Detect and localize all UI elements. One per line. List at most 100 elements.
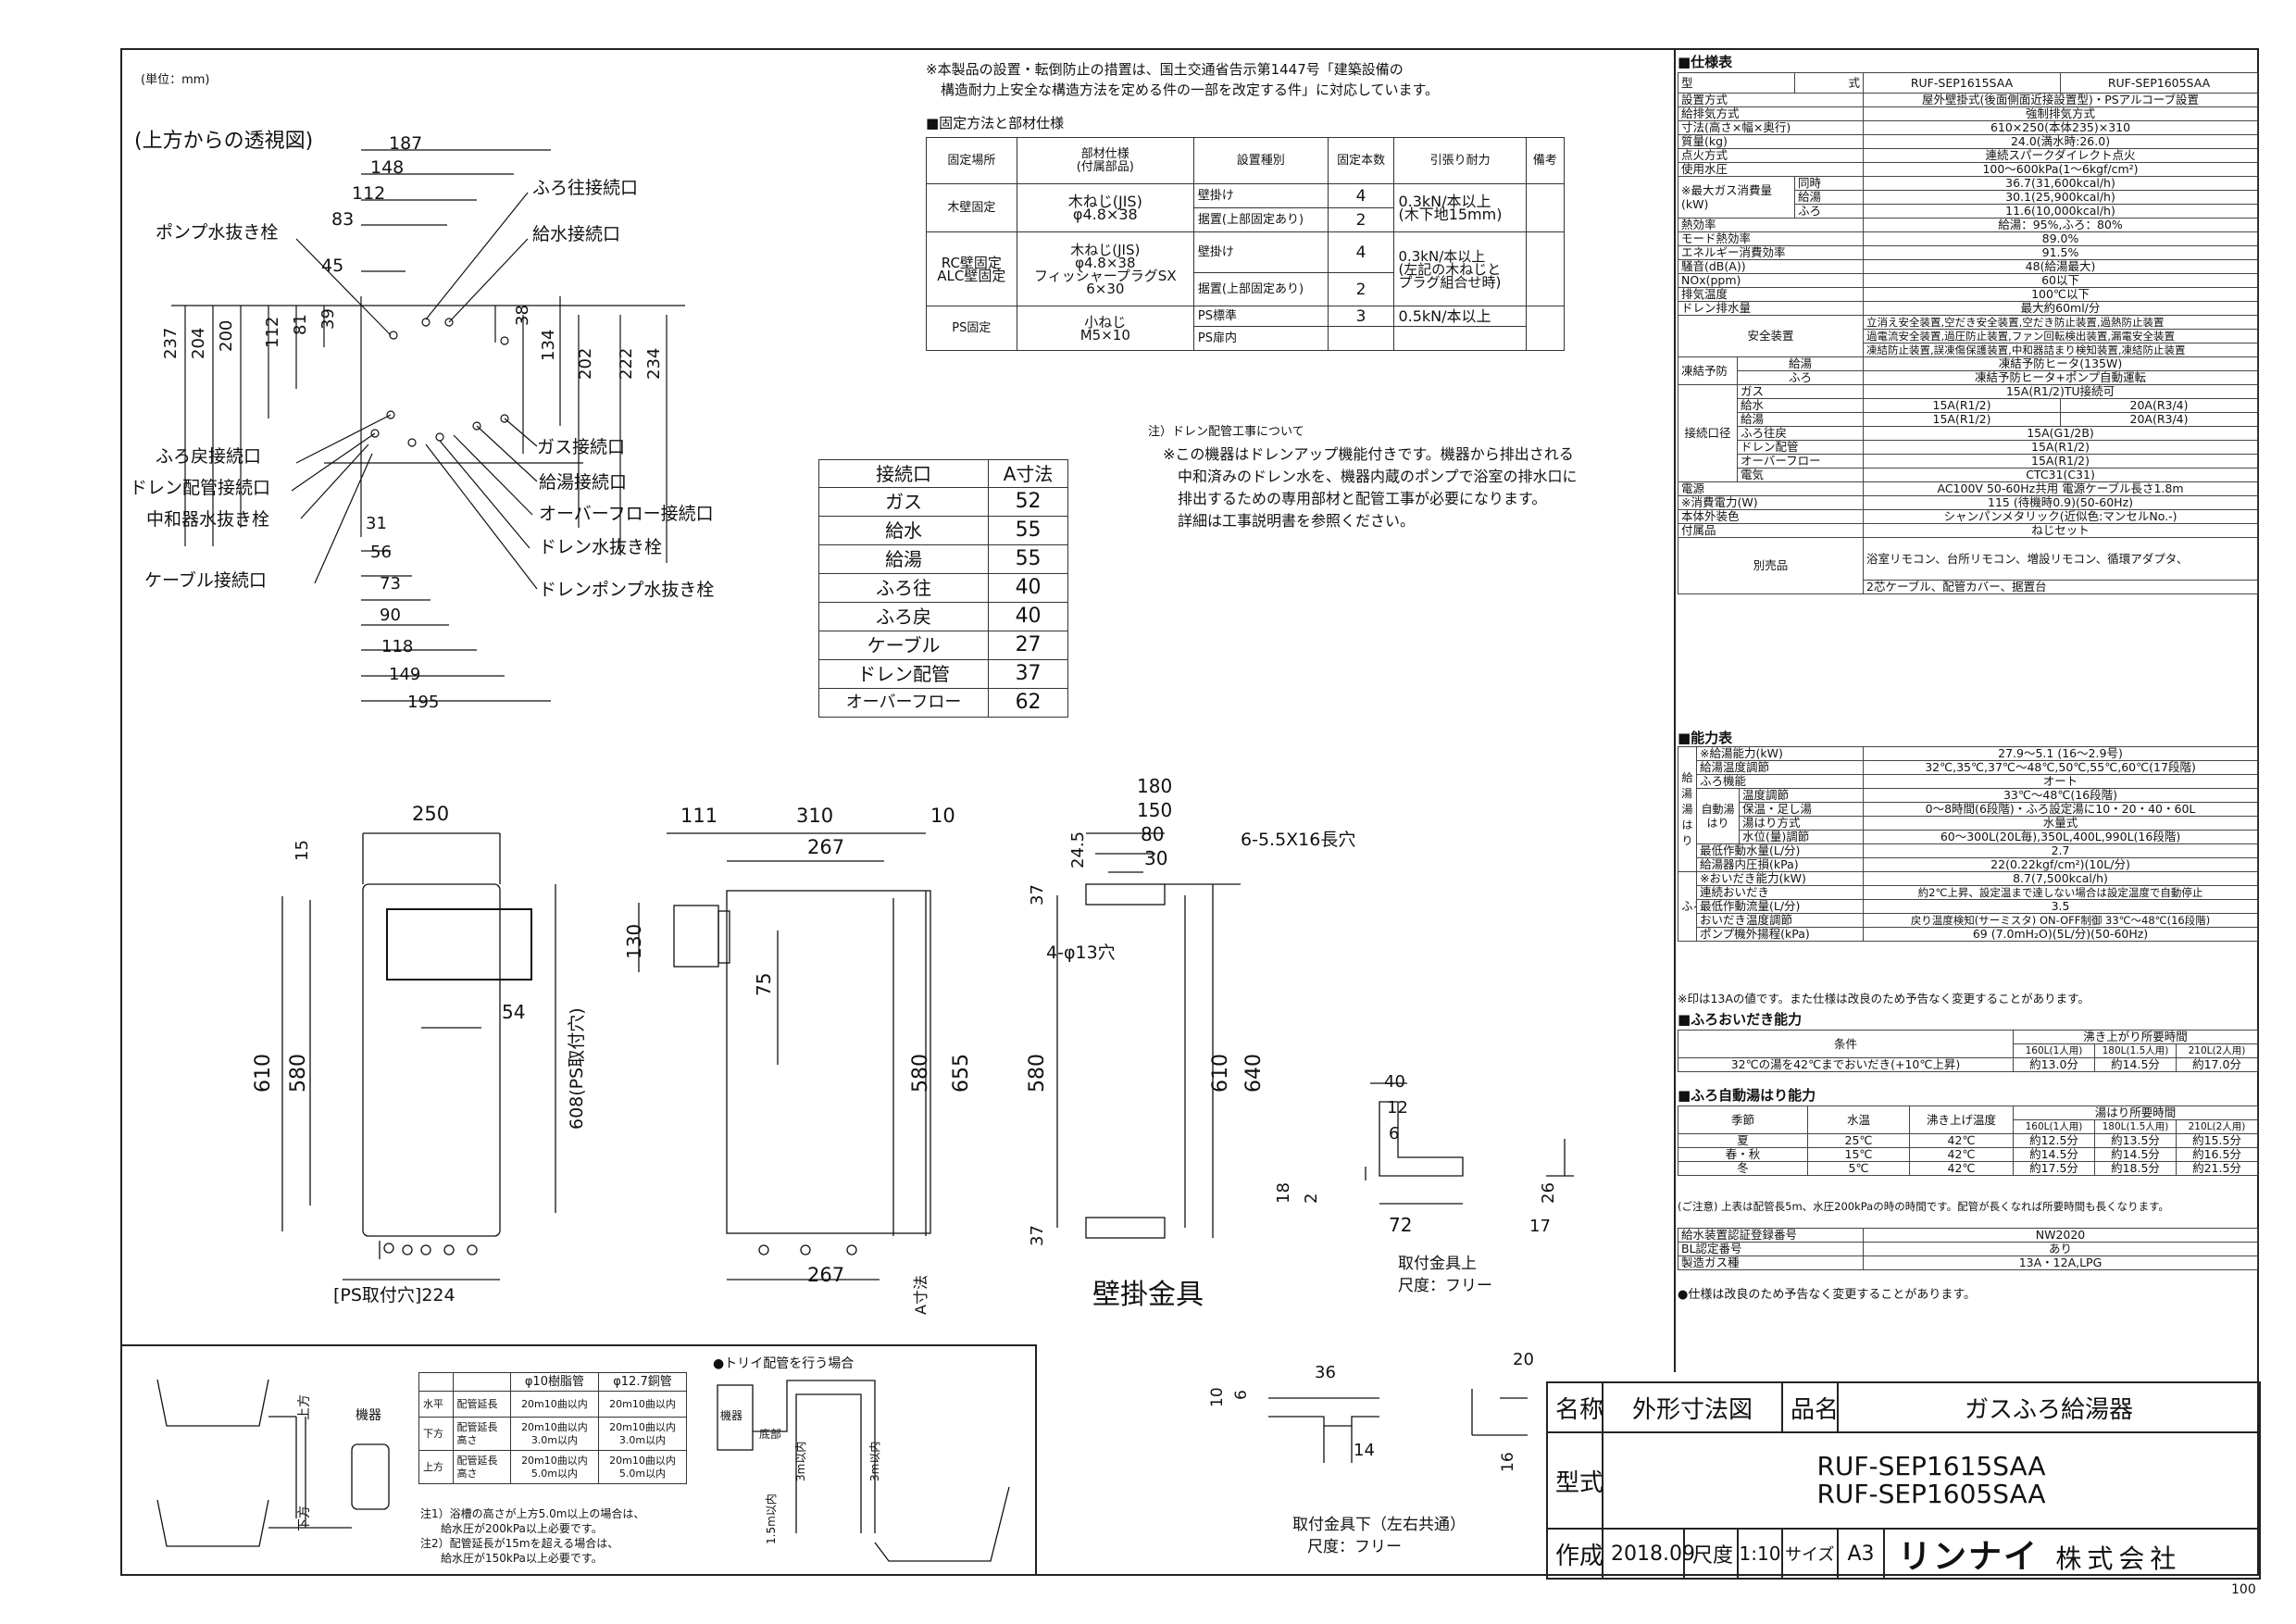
- tb-scale-value: 1:10: [1736, 1528, 1784, 1580]
- a-r5-v: 27: [988, 631, 1068, 660]
- a-r4-v: 40: [988, 602, 1068, 631]
- install-note-1: ※本製品の設置・転倒防止の措置は、国土交通省告示第1447号「建築設備の: [926, 61, 1404, 78]
- bot-dim-56: 56: [370, 543, 392, 562]
- side-dim-580: 580: [909, 1054, 932, 1093]
- top-dim-83: 83: [331, 209, 355, 230]
- piping-figure: [156, 1379, 390, 1547]
- spec3-r3-v: ねじセット: [1863, 523, 2259, 538]
- spec-safety-1: 過電流安全装置,過圧防止装置,ファン回転検出装置,漏電安全装置: [1863, 329, 2259, 344]
- spec-r4-v: 連続スパークダイレクト点火: [1863, 148, 2259, 163]
- spec2-r4-k: NOx(ppm): [1677, 273, 1865, 288]
- reheat-col2: 210L(2人用): [2175, 1043, 2259, 1058]
- a-r0-v: 52: [988, 487, 1068, 517]
- drain-note-2: 中和済みのドレン水を、機器内蔵のポンプで浴室の排水口に: [1178, 468, 1578, 485]
- fix-r3-type: 据置(上部固定あり): [1192, 272, 1329, 306]
- tb-product-label: 品名: [1781, 1381, 1839, 1433]
- spec-header: ■仕様表: [1678, 54, 1733, 70]
- pipe-note-2: 注2）配管延長が15mを超える場合は、: [420, 1537, 619, 1550]
- side-dim-75: 75: [753, 972, 775, 996]
- af-r1-4: 約14.5分: [2094, 1147, 2177, 1162]
- label-water-in: 給水接続口: [532, 224, 621, 244]
- cap-autofill-label: 自動湯はり: [1696, 788, 1740, 844]
- spec-gas-2-k: ふろ: [1794, 204, 1865, 219]
- bracket-dim-24-5: 24.5: [1068, 831, 1088, 868]
- top-dim-187: 187: [389, 133, 423, 154]
- spec-safety-0: 立消え安全装置,空だき安全装置,空だき防止装置,過熱防止装置: [1863, 315, 2259, 330]
- reheat-r0: 32℃の湯を42℃までおいだき(+10℃上昇): [1678, 1057, 2014, 1072]
- label-furo-out: ふろ往接続口: [532, 178, 639, 198]
- a-r3-v: 40: [988, 573, 1068, 603]
- label-pump-drain: ポンプ水抜き栓: [156, 222, 279, 243]
- cap-r3-k: 温度調節: [1738, 788, 1865, 803]
- bot-dim-118: 118: [381, 637, 414, 656]
- unit-note: (単位：mm): [141, 73, 210, 87]
- upper-dim-40: 40: [1384, 1072, 1405, 1092]
- spec-r5-v: 100～600kPa(1～6kgf/cm²): [1863, 162, 2259, 177]
- spec3-r3-k: 付属品: [1677, 523, 1865, 538]
- af-r2-2: 42℃: [1909, 1161, 2014, 1176]
- lower-dim-10: 10: [1208, 1387, 1227, 1407]
- cap-r9-k: ※おいだき能力(kW): [1695, 871, 1865, 886]
- drain-note-4: 詳細は工事説明書を参照ください。: [1178, 512, 1416, 530]
- cap-r8-v: 22(0.22kgf/cm²)(10L/分): [1863, 857, 2259, 872]
- pt-r2-0: 上方: [418, 1450, 454, 1484]
- lower-fitting-scale: 尺度：フリー: [1307, 1538, 1402, 1556]
- label-drain-pump-plug: ドレンポンプ水抜き栓: [539, 580, 715, 600]
- pt-r0-1: 配管延長: [452, 1391, 511, 1418]
- upper-fitting-drawing: [1365, 1082, 1574, 1205]
- cert-1-k: BL認定番号: [1678, 1242, 1864, 1256]
- spec3-r2-v: シャンパンメタリック(近似色:マンセルNo.-): [1863, 509, 2259, 524]
- top-dim-234: 234: [644, 347, 664, 380]
- cap-r10-v: 約2℃上昇、設定温まで達しない場合は設定温度で自動停止: [1863, 885, 2259, 900]
- pt-h3: φ12.7銅管: [597, 1372, 688, 1392]
- lower-fitting-title: 取付金具下（左右共通）: [1292, 1516, 1466, 1534]
- af-r1-5: 約16.5分: [2175, 1147, 2259, 1162]
- pipe-down: 下方: [297, 1505, 312, 1531]
- side-dim-267b: 267: [807, 1264, 845, 1286]
- af-r1-0: 春・秋: [1678, 1147, 1808, 1162]
- spec-r5-k: 使用水圧: [1677, 162, 1865, 177]
- a-r6-k: ドレン配管: [817, 659, 990, 689]
- label-drain-pipe: ドレン配管接続口: [130, 478, 271, 498]
- side-dim-10: 10: [930, 805, 955, 827]
- spec2-r0-v: 給湯：95%,ふろ：80%: [1863, 218, 2259, 232]
- cert-2-k: 製造ガス種: [1678, 1255, 1864, 1270]
- upper-fitting-scale: 尺度：フリー: [1398, 1277, 1492, 1295]
- top-dim-202: 202: [576, 347, 595, 380]
- af-r1-2: 42℃: [1909, 1147, 2014, 1162]
- upper-dim-6: 6: [1389, 1124, 1400, 1143]
- side-dim-267: 267: [807, 836, 845, 858]
- cert-0-k: 給水装置認証登録番号: [1678, 1228, 1864, 1243]
- drain-note-3: 排出するための専用部材と配管工事が必要になります。: [1178, 490, 1547, 507]
- reheat-col0: 160L(1人用): [2013, 1043, 2095, 1058]
- label-drain-plug: ドレン水抜き栓: [539, 537, 663, 557]
- lower-dim-20: 20: [1513, 1350, 1534, 1369]
- lower-dim-14: 14: [1354, 1441, 1375, 1460]
- spec3-r0-v: AC100V 50-60Hz共用 電源ケーブル長さ1.8m: [1863, 481, 2259, 496]
- bracket-dim-30: 30: [1144, 847, 1168, 869]
- side-dim-130: 130: [623, 923, 645, 959]
- af-r2-3: 約17.5分: [2013, 1161, 2095, 1176]
- top-dim-200: 200: [217, 319, 236, 352]
- cap-r13-k: ポンプ機外揚程(kPa): [1695, 927, 1865, 942]
- tori-bottom: 底部: [759, 1428, 782, 1441]
- af-col1: 180L(1.5人用): [2094, 1119, 2177, 1134]
- capacity-note: ※印は13Aの値です。また仕様は改良のため予告なく変更することがあります。: [1678, 992, 2090, 1006]
- upper-fitting-title: 取付金具上: [1398, 1255, 1477, 1273]
- spec-r2-k: 寸法(高さ×幅×奥行): [1677, 120, 1865, 135]
- reheat-r3: 約17.0分: [2175, 1057, 2259, 1072]
- tb-created-label: 作成: [1546, 1528, 1603, 1580]
- pipe-tori-title: ●トリイ配管を行う場合: [713, 1356, 855, 1371]
- spec-r4-k: 点火方式: [1677, 148, 1865, 163]
- cap-hot-label: 給湯・湯はり: [1678, 746, 1697, 872]
- a-h1: A寸法: [988, 459, 1068, 488]
- spec2-r5-k: 排気温度: [1677, 287, 1865, 302]
- af-h2: 沸き上げ温度: [1909, 1106, 2014, 1134]
- fix-r5-strength: [1393, 326, 1527, 351]
- cert-1-v: あり: [1863, 1242, 2258, 1256]
- reheat-r1: 約13.0分: [2013, 1057, 2095, 1072]
- spec-conn-2-k: 給湯: [1736, 412, 1865, 427]
- spec-gas-0-k: 同時: [1794, 176, 1865, 191]
